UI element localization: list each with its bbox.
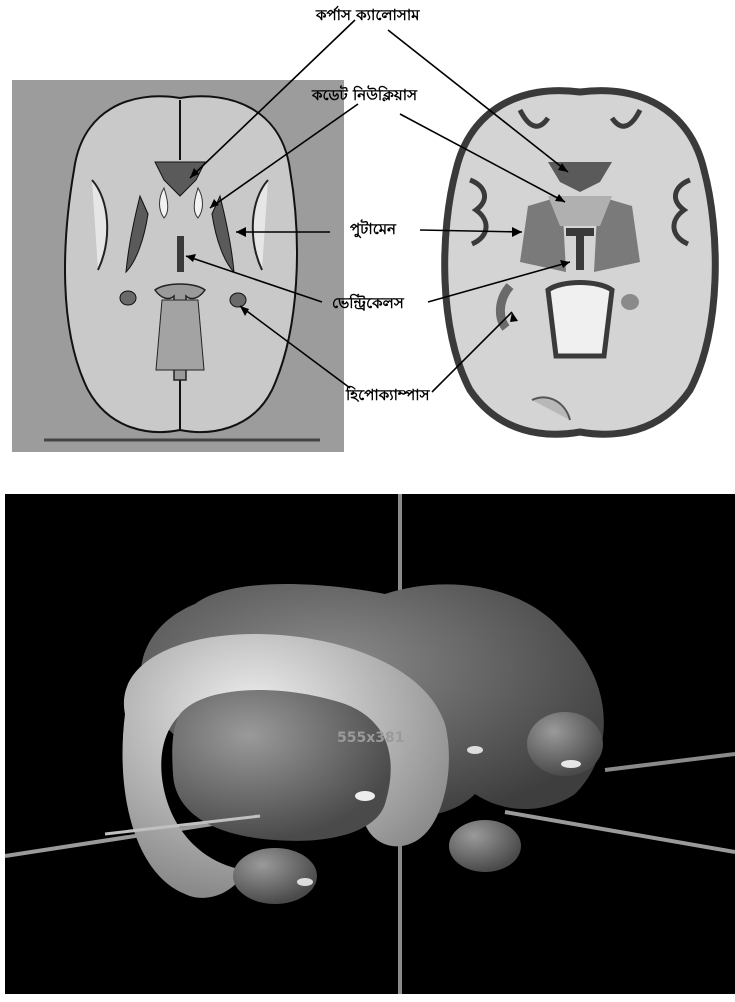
label-ventricles: ভেন্ট্রিকেলস: [332, 292, 404, 317]
highlight-1: [355, 791, 375, 801]
render-bottom-lobe-right: [449, 820, 521, 872]
left-hippocampus-left: [120, 291, 136, 305]
right-ventricle-stem: [576, 236, 584, 270]
highlight-4: [297, 878, 313, 886]
label-hippocampus: হিপোক্যাম্পাস: [346, 384, 430, 409]
brain-diagram-panel: কর্পাস ক্যালোসাম কডেট নিউক্লিয়াস পুটামে…: [0, 0, 735, 470]
label-corpus-callosum: কর্পাস ক্যালোসাম: [316, 4, 420, 29]
left-hippocampus-right: [230, 293, 246, 307]
render-front-structure: [172, 690, 390, 841]
highlight-3: [561, 760, 581, 768]
right-hippocampus-blob: [621, 294, 639, 310]
right-ventricle-top: [566, 228, 594, 236]
axis-right-diagonal: [505, 812, 735, 852]
label-putamen: পুটামেন: [350, 218, 396, 243]
right-brain-section: [445, 91, 716, 435]
render-bottom-lobe-left: [233, 848, 317, 904]
right-midbrain: [548, 283, 612, 357]
left-brainstem: [156, 300, 204, 370]
left-ventricle: [177, 236, 184, 272]
dimension-readout: 555x381: [337, 730, 404, 746]
highlight-2: [467, 746, 483, 754]
render-3d-viewport[interactable]: 555x381: [5, 494, 735, 994]
label-caudate-nucleus: কডেট নিউক্লিয়াস: [312, 84, 417, 109]
axis-right-horizontal: [605, 754, 735, 770]
